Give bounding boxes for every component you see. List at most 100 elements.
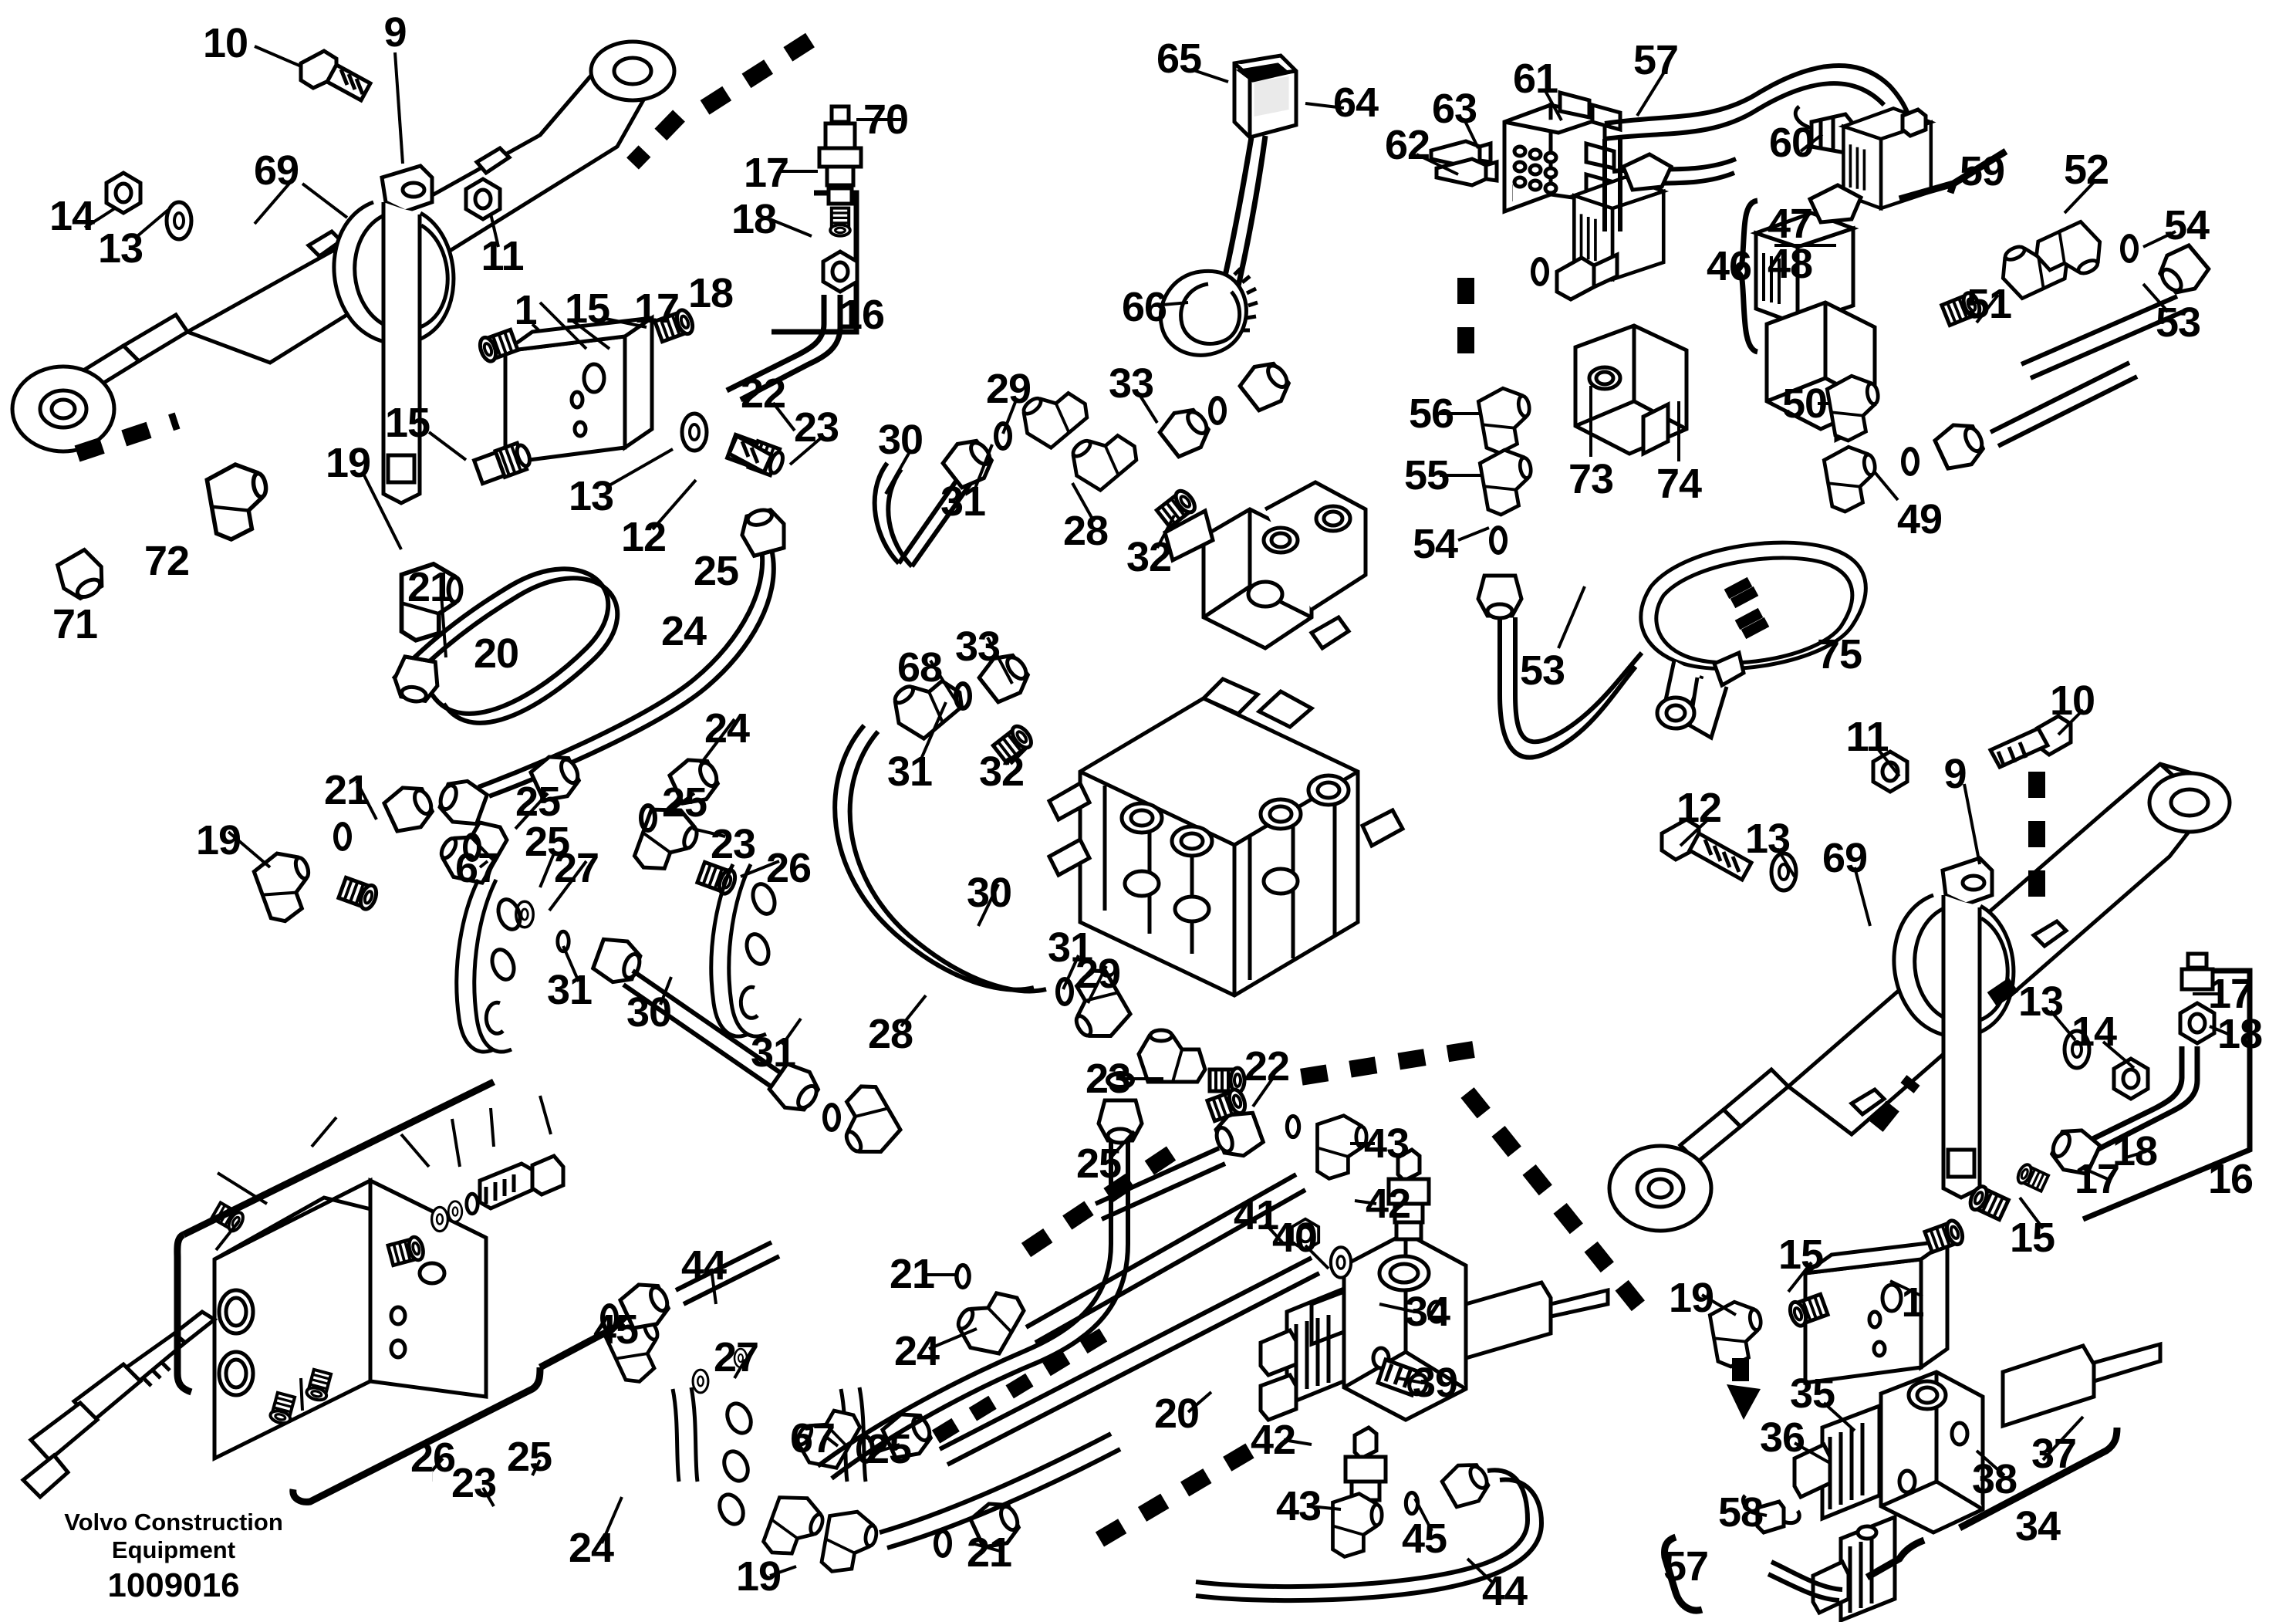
callout-number: 30 <box>626 989 672 1036</box>
callout-number: 20 <box>473 630 519 677</box>
callout-number: 32 <box>1126 534 1172 580</box>
callout-number: 25 <box>866 1426 912 1472</box>
callout-number: 31 <box>940 478 986 525</box>
callout-number: 64 <box>1332 79 1379 126</box>
callout-number: 21 <box>966 1529 1012 1576</box>
callout-number: 62 <box>1384 122 1430 168</box>
callout-number: 15 <box>384 400 430 446</box>
callout-number: 21 <box>407 564 453 610</box>
callout-number: 19 <box>325 440 371 486</box>
callout-number: 24 <box>893 1328 940 1374</box>
brand-line-1: Volvo Construction <box>64 1509 283 1536</box>
callout-number: 21 <box>323 767 370 813</box>
callout-number: 42 <box>1250 1417 1296 1463</box>
callout-number: 19 <box>1668 1275 1714 1321</box>
callout-number: 26 <box>410 1434 456 1481</box>
callout-number: 33 <box>1108 360 1154 407</box>
callout-number: 44 <box>1481 1568 1528 1614</box>
callout-number: 72 <box>144 538 190 584</box>
callout-number: 17 <box>2074 1156 2120 1202</box>
callout-number: 34 <box>1404 1289 1450 1335</box>
callout-number: 23 <box>793 404 839 451</box>
callout-number: 45 <box>1401 1516 1447 1562</box>
callout-number: 56 <box>1408 390 1454 437</box>
callout-number: 12 <box>620 514 667 560</box>
callout-number: 18 <box>687 270 734 316</box>
callout-number: 31 <box>1047 924 1093 971</box>
callout-number: 15 <box>2009 1215 2055 1261</box>
callout-number: 43 <box>1363 1120 1410 1167</box>
callout-number: 24 <box>660 608 707 654</box>
callout-number: 67 <box>454 845 501 891</box>
callout-number: 21 <box>889 1251 935 1297</box>
callout-number: 69 <box>1822 835 1868 881</box>
callout-number: 14 <box>2071 1009 2117 1055</box>
callout-number: 13 <box>568 473 614 519</box>
callout-number: 75 <box>1816 631 1862 678</box>
callout-number: 25 <box>515 779 561 825</box>
callout-number: 9 <box>383 9 407 56</box>
callout-number: 31 <box>886 748 933 795</box>
callout-number: 29 <box>1075 951 1121 997</box>
brand-line-2: Equipment <box>111 1536 236 1563</box>
callout-number: 45 <box>593 1306 639 1353</box>
callout-number: 65 <box>1156 35 1202 82</box>
callout-number: 67 <box>789 1415 836 1461</box>
callout-number: 23 <box>1085 1056 1131 1102</box>
callout-number: 70 <box>863 96 909 143</box>
callout-number: 58 <box>1717 1489 1764 1536</box>
callout-number: 40 <box>1271 1215 1318 1261</box>
part-number: 1009016 <box>107 1566 240 1605</box>
callout-number: 28 <box>867 1011 913 1057</box>
callout-number: 42 <box>1365 1181 1411 1227</box>
callout-number: 11 <box>481 233 524 279</box>
callout-number: 9 <box>1943 751 1967 797</box>
callout-number: 15 <box>1778 1232 1824 1278</box>
callout-number: 35 <box>1789 1370 1835 1417</box>
callout-number: 14 <box>49 193 95 239</box>
callout-number: 20 <box>1153 1391 1200 1437</box>
callout-number: 39 <box>1412 1360 1458 1406</box>
callout-number: 10 <box>2049 678 2095 724</box>
callout-number: 1 <box>514 287 537 333</box>
callout-number: 51 <box>1966 281 2012 327</box>
callout-number: 19 <box>735 1553 782 1600</box>
callout-number: 10 <box>202 20 248 66</box>
callout-number: 54 <box>1412 521 1458 567</box>
callout-number: 57 <box>1663 1543 1709 1590</box>
callout-number: 16 <box>2207 1156 2254 1202</box>
callout-number: 54 <box>2163 202 2210 248</box>
callout-number: 18 <box>2217 1011 2263 1057</box>
callout-number: 23 <box>451 1460 497 1506</box>
callout-number: 13 <box>2017 978 2064 1025</box>
callout-number: 71 <box>52 601 98 647</box>
callout-number: 25 <box>693 548 739 594</box>
callout-number: 12 <box>1676 785 1722 831</box>
callout-number: 13 <box>97 225 144 272</box>
callout-number: 17 <box>2207 971 2254 1017</box>
callout-number: 19 <box>195 817 241 863</box>
callout-number: 49 <box>1896 496 1943 542</box>
callout-number: 60 <box>1768 120 1815 166</box>
callout-number: 27 <box>713 1334 759 1380</box>
callout-number: 46 <box>1706 243 1752 289</box>
callout-number: 24 <box>704 705 750 752</box>
callout-number: 48 <box>1767 241 1813 287</box>
callout-number: 37 <box>2031 1431 2077 1477</box>
callout-number: 32 <box>978 748 1025 795</box>
callout-number: 53 <box>2155 299 2201 346</box>
callout-number: 34 <box>2014 1503 2061 1549</box>
callout-number: 26 <box>765 845 812 891</box>
callout-number: 55 <box>1403 452 1450 498</box>
callout-number: 25 <box>1075 1140 1122 1187</box>
callout-number: 24 <box>568 1525 614 1571</box>
callout-number: 50 <box>1781 380 1828 427</box>
callout-number: 74 <box>1656 461 1702 507</box>
callout-number: 44 <box>680 1242 727 1289</box>
callout-number: 1 <box>1901 1279 1924 1326</box>
callout-number: 25 <box>506 1434 552 1480</box>
callout-number: 17 <box>633 286 680 332</box>
callout-number: 41 <box>1233 1192 1279 1238</box>
callout-number: 68 <box>896 644 943 691</box>
